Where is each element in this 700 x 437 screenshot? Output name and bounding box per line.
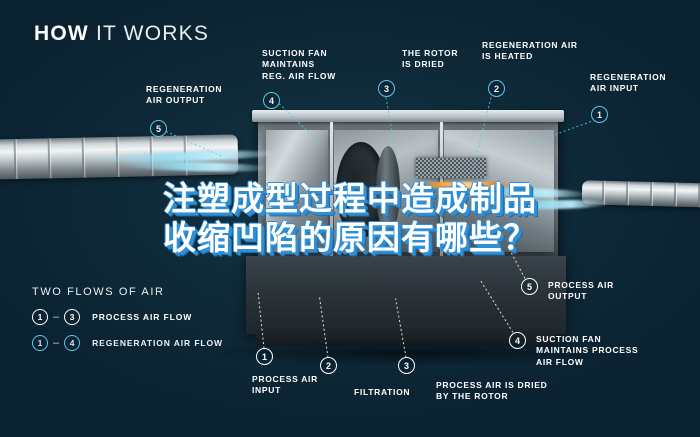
- legend-dash-1: –: [53, 311, 60, 323]
- legend-row-regeneration-air-flow: 1 – 4 REGENERATION AIR FLOW: [32, 335, 223, 351]
- marker-2-filtration[interactable]: 2: [320, 357, 337, 374]
- callout-label-rotor-dried: THE ROTOR IS DRIED: [402, 48, 459, 70]
- legend-marker-from-1: 1: [32, 309, 48, 325]
- legend-dash-2: –: [53, 337, 60, 349]
- callout-label-filtration: FILTRATION: [354, 387, 411, 397]
- legend-marker-from-1-cyan: 1: [32, 335, 48, 351]
- page-title-bold: HOW: [34, 22, 89, 45]
- marker-5-reg-air-output[interactable]: 5: [150, 120, 167, 137]
- page-title-light: IT WORKS: [95, 22, 210, 45]
- heater-element: [424, 182, 512, 188]
- cabinet-base: [246, 256, 566, 334]
- callout-label-reg-air-output: REGENERATION AIR OUTPUT: [146, 84, 223, 106]
- cabinet-divider-left: [330, 122, 333, 258]
- legend-marker-to-3: 3: [64, 309, 81, 325]
- cabinet-top-panel: [252, 110, 564, 122]
- legend: TWO FLOWS OF AIR 1 – 3 PROCESS AIR FLOW …: [32, 286, 223, 361]
- marker-4-suction-fan-reg[interactable]: 4: [263, 92, 280, 109]
- legend-label-process-air-flow: PROCESS AIR FLOW: [92, 312, 193, 322]
- callout-label-suction-fan-reg: SUCTION FAN MAINTAINS REG. AIR FLOW: [262, 48, 336, 81]
- cabinet-panel-left: [266, 130, 328, 252]
- marker-1-reg-air-input[interactable]: 1: [591, 106, 608, 123]
- marker-3-rotor-dried[interactable]: 3: [378, 80, 395, 97]
- cabinet-divider-right: [440, 122, 443, 258]
- legend-row-process-air-flow: 1 – 3 PROCESS AIR FLOW: [32, 309, 223, 325]
- callout-label-suction-fan-process: SUCTION FAN MAINTAINS PROCESS AIR FLOW: [536, 334, 639, 367]
- marker-1-process-air-input[interactable]: 1: [256, 348, 273, 365]
- callout-label-reg-air-heated: REGENERATION AIR IS HEATED: [482, 40, 578, 62]
- marker-2-reg-air-heated[interactable]: 2: [488, 80, 505, 97]
- marker-4-suction-fan-process[interactable]: 4: [509, 332, 526, 349]
- marker-5-process-air-output[interactable]: 5: [521, 278, 538, 295]
- legend-marker-to-4: 4: [64, 335, 81, 351]
- page-title: HOW IT WORKS: [34, 22, 209, 46]
- callout-label-process-air-output: PROCESS AIR OUTPUT: [548, 280, 614, 302]
- callout-label-process-air-dried: PROCESS AIR IS DRIED BY THE ROTOR: [436, 380, 548, 402]
- callout-label-process-air-input: PROCESS AIR INPUT: [252, 374, 318, 396]
- callout-label-reg-air-input: REGENERATION AIR INPUT: [590, 72, 667, 94]
- legend-title: TWO FLOWS OF AIR: [32, 286, 165, 298]
- marker-3-process-air-dried[interactable]: 3: [398, 357, 415, 374]
- filter-mesh: [416, 158, 486, 178]
- dehumidifier-illustration: [0, 96, 700, 366]
- legend-label-regeneration-air-flow: REGENERATION AIR FLOW: [92, 338, 223, 348]
- rotor-face: [376, 146, 400, 234]
